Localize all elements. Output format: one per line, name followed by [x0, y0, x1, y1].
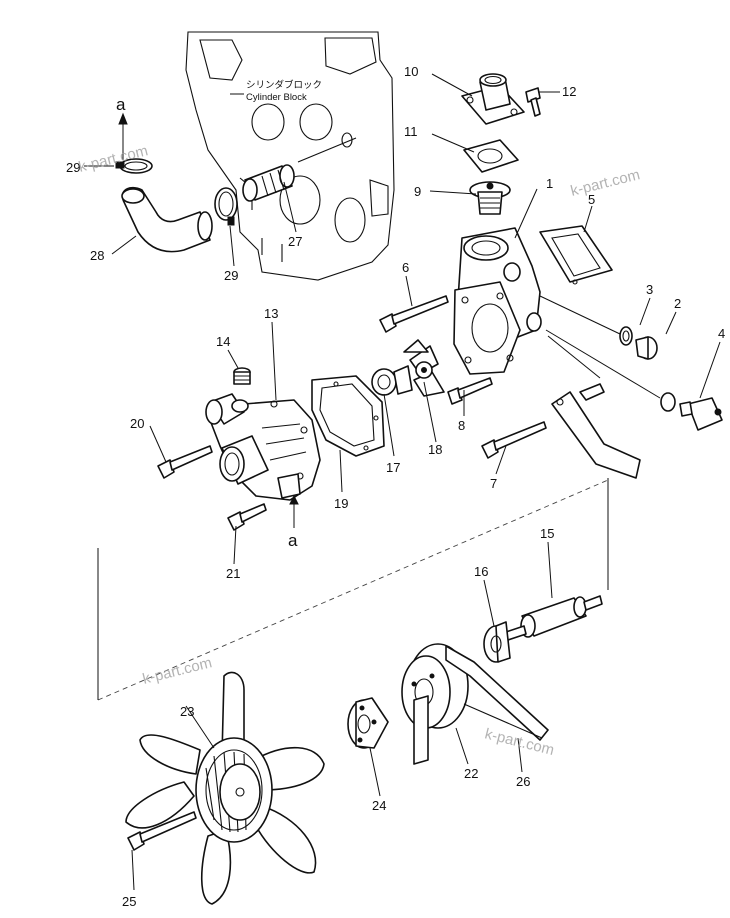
callout-numbers: 1 2 3 4 5 6 7 8 9 10 11 12 13 14 15 16 1… — [66, 64, 725, 909]
thermostat-housing-1 — [453, 227, 542, 375]
callout-26: 26 — [516, 774, 530, 789]
gasket-11 — [463, 139, 519, 173]
pulley-hub-16 — [483, 621, 511, 663]
callout-9: 9 — [414, 184, 421, 199]
callout-1: 1 — [546, 176, 553, 191]
bearing-shaft-15 — [505, 595, 603, 641]
callout-24: 24 — [372, 798, 386, 813]
bolt-25 — [127, 811, 197, 851]
callout-3: 3 — [646, 282, 653, 297]
washer-3 — [619, 326, 633, 346]
water-pump-body-13 — [205, 393, 321, 501]
hose-clamp-29-upper — [115, 158, 153, 174]
callout-28: 28 — [90, 248, 104, 263]
water-outlet-10 — [461, 73, 525, 125]
callout-10: 10 — [404, 64, 418, 79]
leader-lines — [84, 73, 721, 891]
ref-a-bottom: a — [288, 494, 299, 550]
callout-21: 21 — [226, 566, 240, 581]
gasket-19 — [311, 375, 385, 457]
cylinder-block-label-en: Cylinder Block — [246, 92, 307, 103]
callout-29-lower: 29 — [224, 268, 238, 283]
callout-29-upper: 29 — [66, 160, 80, 175]
callout-16: 16 — [474, 564, 488, 579]
callout-23: 23 — [180, 704, 194, 719]
callout-27: 27 — [288, 234, 302, 249]
water-pipe-27 — [242, 164, 295, 202]
callout-15: 15 — [540, 526, 554, 541]
hose-clamp-29-lower — [214, 187, 238, 226]
thermo-sensor-4 — [679, 397, 723, 431]
bolt-8 — [447, 377, 493, 405]
watermark-2: k-part.com — [569, 166, 642, 200]
bracket — [551, 383, 641, 479]
ref-a-bottom-letter: a — [288, 531, 298, 550]
gasket-5 — [539, 225, 613, 285]
plug-14 — [233, 367, 251, 385]
callout-11: 11 — [404, 124, 418, 139]
ref-a-top: a — [116, 95, 128, 160]
belt-26 — [413, 645, 549, 765]
ref-a-top-letter: a — [116, 95, 126, 114]
thermostat-9 — [469, 181, 511, 215]
cylinder-block: シリンダブロック Cylinder Block — [185, 31, 395, 281]
callout-2: 2 — [674, 296, 681, 311]
callout-12: 12 — [562, 84, 576, 99]
bolt-21 — [227, 503, 267, 531]
bolt-20 — [157, 445, 213, 479]
callout-14: 14 — [216, 334, 230, 349]
callout-18: 18 — [428, 442, 442, 457]
callout-19: 19 — [334, 496, 348, 511]
callout-4: 4 — [718, 326, 725, 341]
bolt-7 — [481, 421, 547, 459]
bolt-12 — [525, 87, 541, 117]
fan-23 — [125, 671, 325, 905]
callout-17: 17 — [386, 460, 400, 475]
callout-6: 6 — [402, 260, 409, 275]
callout-22: 22 — [464, 766, 478, 781]
hose-28 — [121, 186, 213, 253]
callout-8: 8 — [458, 418, 465, 433]
impeller-18 — [403, 339, 445, 397]
callout-25: 25 — [122, 894, 136, 909]
callout-7: 7 — [490, 476, 497, 491]
seal-17 — [371, 365, 413, 396]
washer-4 — [660, 392, 676, 412]
callout-20: 20 — [130, 416, 144, 431]
watermark-3: k-part.com — [141, 654, 214, 688]
spacer-24 — [347, 697, 389, 749]
bolt-6 — [379, 295, 449, 333]
cylinder-block-label-jp: シリンダブロック — [246, 79, 322, 91]
callout-5: 5 — [588, 192, 595, 207]
plug-2 — [635, 336, 658, 360]
callout-13: 13 — [264, 306, 278, 321]
